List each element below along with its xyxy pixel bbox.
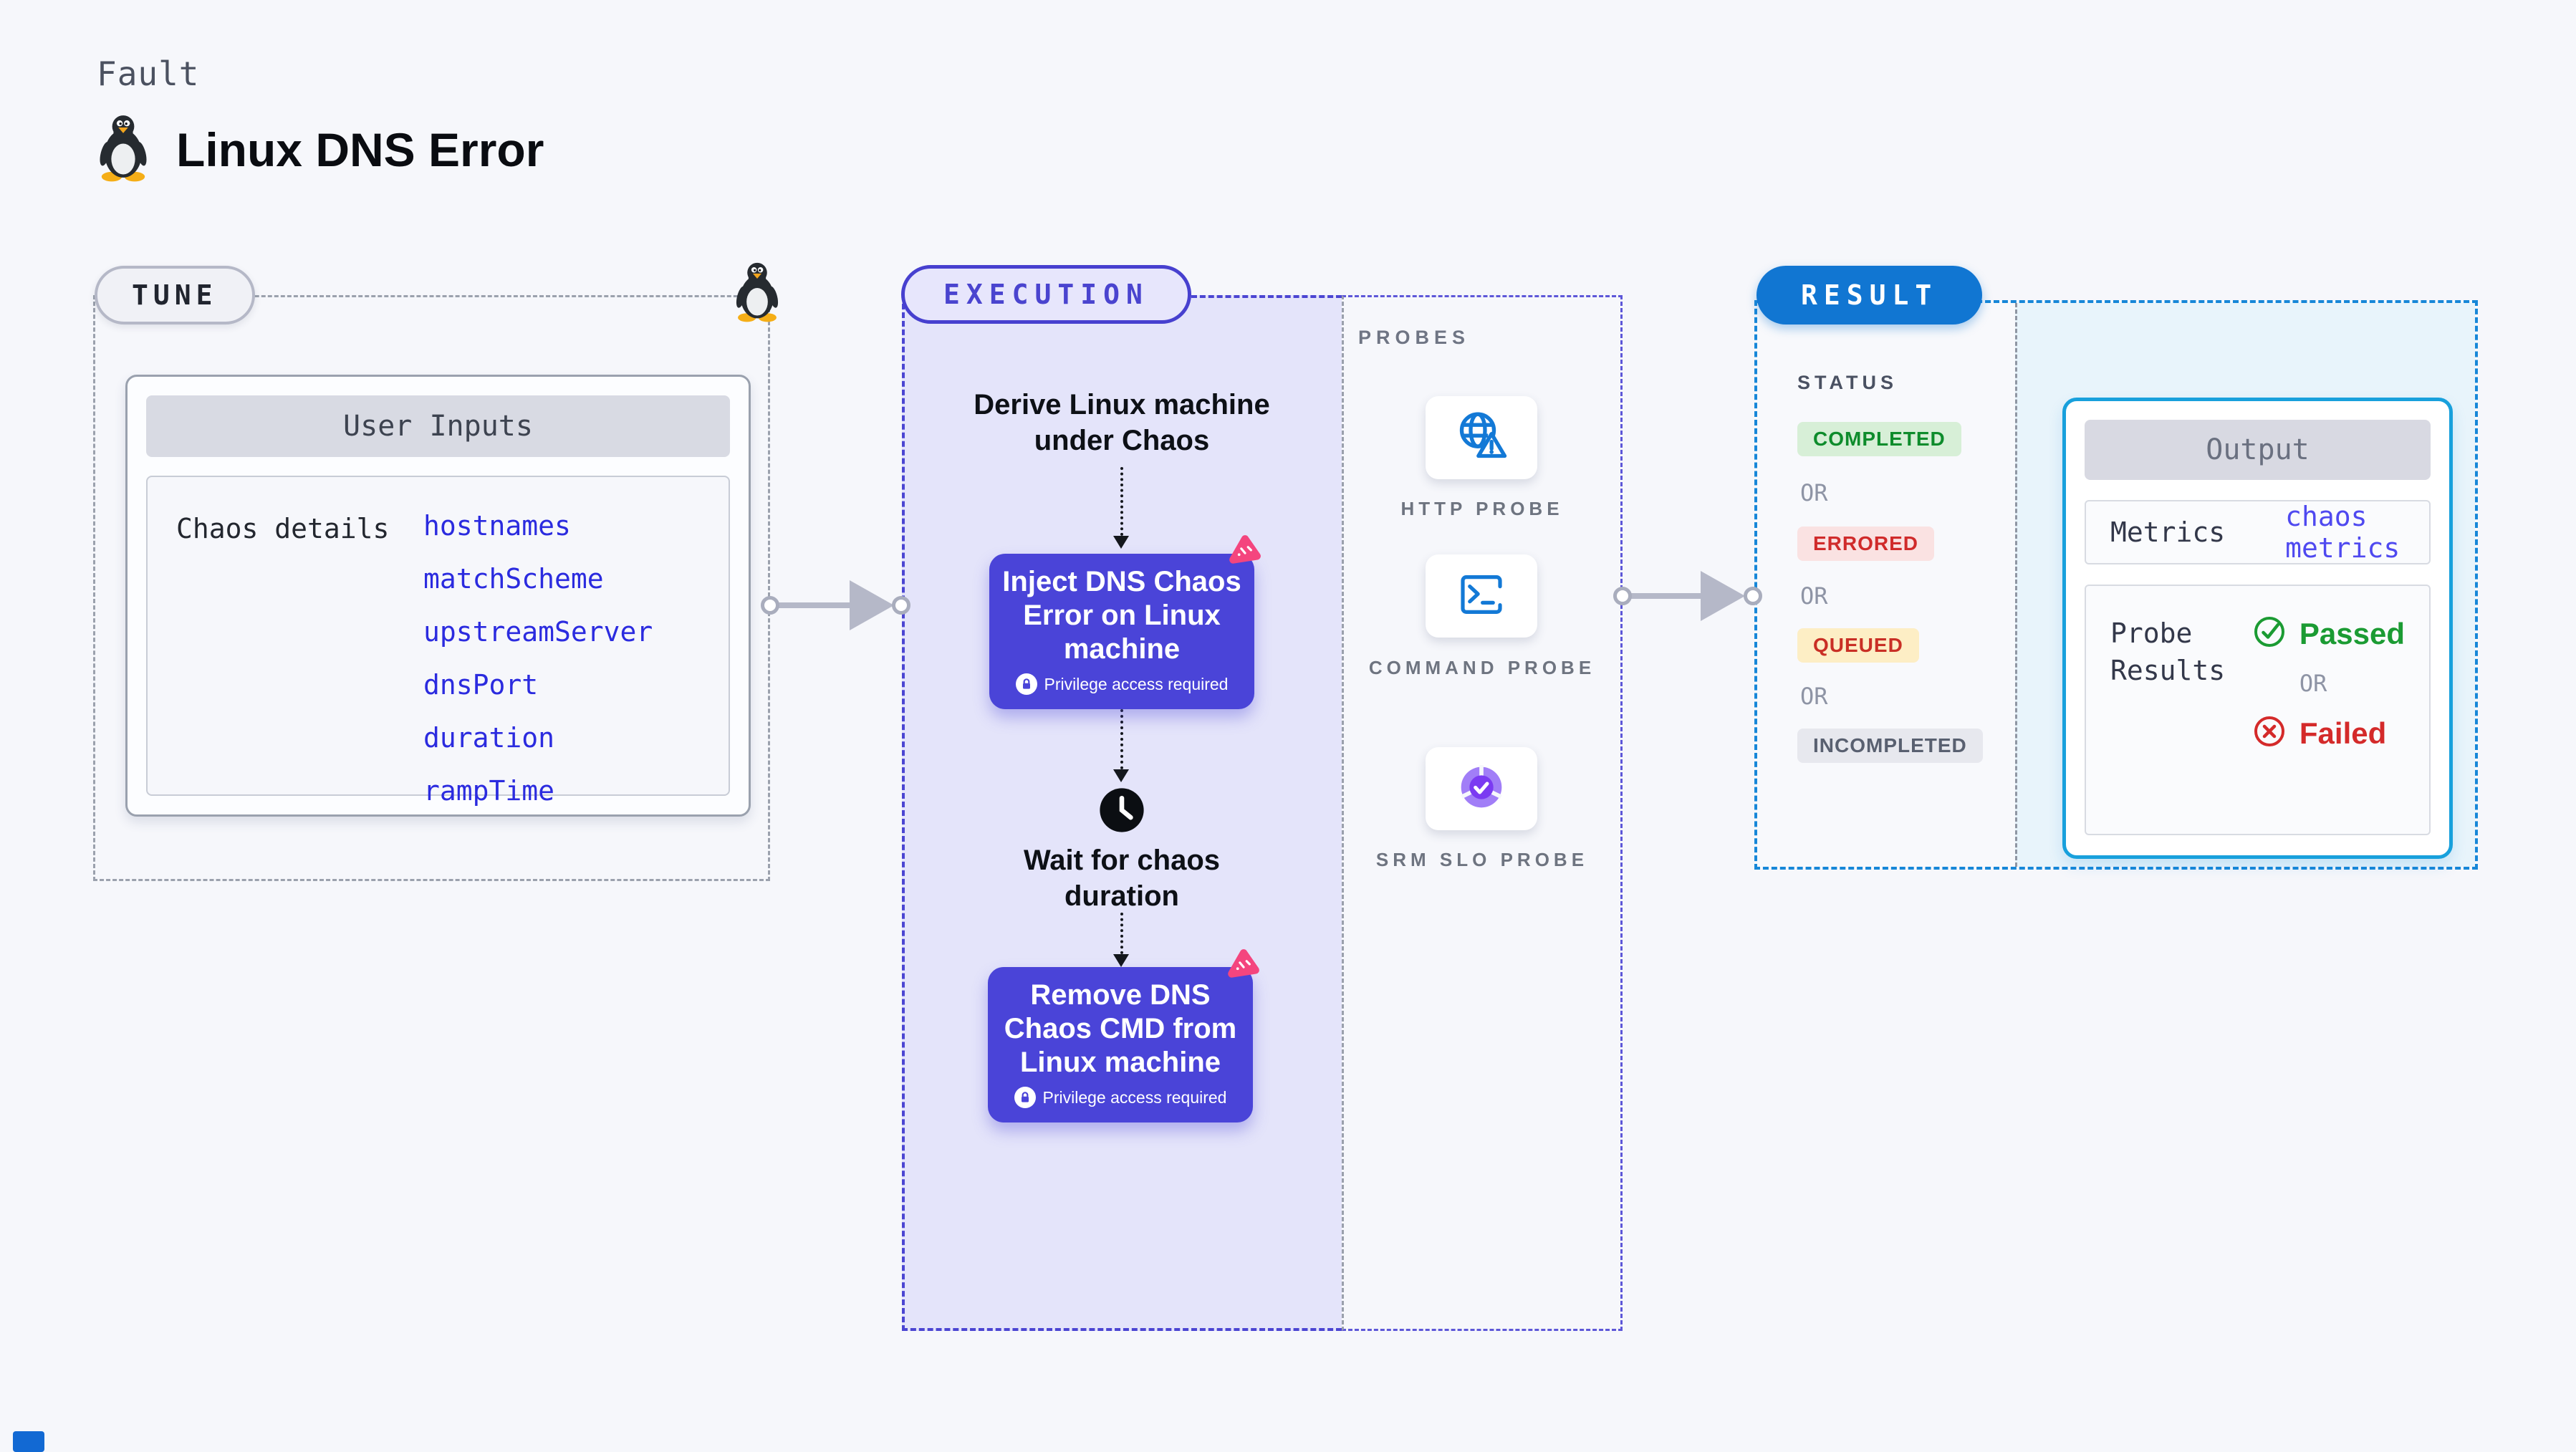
- result-pill: RESULT: [1756, 266, 1983, 324]
- output-title: Output: [2085, 420, 2431, 480]
- tune-group-box: [93, 295, 770, 881]
- param-upstreamserver[interactable]: upstreamServer: [423, 616, 653, 648]
- user-inputs-body: Chaos details hostnames matchScheme upst…: [146, 476, 730, 807]
- metrics-row: Metrics chaos metrics: [2085, 500, 2431, 564]
- arrow1-line: [778, 602, 852, 608]
- flow-arrowhead-icon: [1113, 769, 1129, 782]
- remove-chaos-step: Remove DNS Chaos CMD from Linux machine …: [988, 967, 1253, 1122]
- command-probe-card: [1426, 554, 1537, 638]
- flow-connector: [1120, 467, 1123, 536]
- probe-results-label: Probe Results: [2110, 617, 2226, 686]
- privilege-text: Privilege access required: [1044, 674, 1229, 693]
- probe-results-values: Passed OR Failed: [2252, 615, 2405, 805]
- tux-icon: [95, 113, 152, 186]
- flow-connector: [1120, 913, 1123, 954]
- metrics-label: Metrics: [2110, 516, 2226, 548]
- slo-donut-icon: [1453, 759, 1510, 819]
- check-circle-icon: [2252, 615, 2287, 653]
- http-probe-card: [1426, 396, 1537, 479]
- inject-chaos-step: Inject DNS Chaos Error on Linux machine …: [989, 554, 1254, 709]
- or-separator: OR: [1800, 582, 1828, 610]
- probes-label: PROBES: [1358, 327, 1471, 348]
- flow-arrowhead-icon: [1113, 954, 1129, 967]
- status-badge-incompleted: INCOMPLETED: [1797, 729, 1983, 763]
- output-card: Output Metrics chaos metrics Probe Resul…: [2062, 398, 2453, 859]
- fault-kicker: Fault: [97, 54, 200, 93]
- srm-slo-probe-card: [1426, 747, 1537, 830]
- privilege-badge: Privilege access required: [995, 1087, 1246, 1108]
- x-circle-icon: [2252, 714, 2287, 752]
- probe-results-row: Probe Results Passed OR: [2085, 585, 2431, 835]
- chaos-param-list: hostnames matchScheme upstreamServer dns…: [423, 510, 653, 807]
- passed-label: Passed: [2299, 616, 2405, 650]
- inject-step-title: Inject DNS Chaos Error on Linux machine: [1002, 566, 1241, 665]
- page-title: Linux DNS Error: [176, 122, 544, 176]
- arrow2-end-node: [1744, 587, 1762, 605]
- page-header: Linux DNS Error: [95, 113, 544, 186]
- wait-step-text: Wait for chaos duration: [1023, 845, 1221, 912]
- terminal-icon: [1453, 567, 1509, 626]
- clock-icon: [1097, 785, 1147, 835]
- passed-row: Passed: [2252, 615, 2405, 653]
- or-separator: OR: [2299, 670, 2327, 697]
- flow-arrowhead-icon: [1113, 536, 1129, 549]
- failed-row: Failed: [2252, 714, 2405, 752]
- bottom-left-partial-element: [13, 1431, 44, 1452]
- srm-slo-probe-label: SRM SLO PROBE: [1375, 849, 1589, 870]
- http-probe-label: HTTP PROBE: [1400, 498, 1564, 519]
- param-hostnames[interactable]: hostnames: [423, 510, 571, 542]
- tune-pill: TUNE: [95, 266, 255, 324]
- user-inputs-card: User Inputs Chaos details hostnames matc…: [125, 375, 751, 817]
- param-duration[interactable]: duration: [423, 722, 555, 754]
- command-probe-label: COMMAND PROBE: [1368, 657, 1596, 678]
- arrow2-line: [1630, 593, 1703, 599]
- param-dnsport[interactable]: dnsPort: [423, 669, 539, 701]
- failed-label: Failed: [2299, 716, 2387, 750]
- status-badge-completed: COMPLETED: [1797, 422, 1961, 456]
- privilege-badge: Privilege access required: [996, 673, 1247, 695]
- arrow1-start-node: [761, 596, 779, 615]
- status-badge-queued: QUEUED: [1797, 628, 1919, 663]
- status-badge-errored: ERRORED: [1797, 527, 1935, 561]
- arrow1-head-icon: [850, 580, 894, 630]
- globe-alert-icon: [1453, 408, 1510, 468]
- remove-step-title: Remove DNS Chaos CMD from Linux machine: [1004, 979, 1237, 1078]
- arrow1-end-node: [892, 596, 910, 615]
- result-group-box: STATUS COMPLETED OR ERRORED OR QUEUED OR…: [1754, 300, 2478, 870]
- derive-step-text: Derive Linux machine under Chaos: [974, 389, 1270, 456]
- lock-icon: [1015, 673, 1037, 695]
- user-inputs-title: User Inputs: [146, 395, 730, 457]
- execution-pill: EXECUTION: [901, 265, 1191, 324]
- chaos-experiment-icon: [1225, 947, 1261, 983]
- chaos-experiment-icon: [1226, 533, 1262, 569]
- status-label: STATUS: [1797, 372, 1898, 393]
- chaos-details-label: Chaos details: [176, 513, 390, 544]
- flow-connector: [1120, 703, 1123, 769]
- tux-icon-small: [734, 261, 781, 326]
- probes-panel: [1342, 295, 1623, 1331]
- or-separator: OR: [1800, 479, 1828, 506]
- param-ramptime[interactable]: rampTime: [423, 775, 555, 807]
- lock-icon: [1014, 1087, 1036, 1108]
- or-separator: OR: [1800, 683, 1828, 710]
- chaos-metrics-link[interactable]: chaos metrics: [2285, 501, 2400, 564]
- privilege-text: Privilege access required: [1042, 1087, 1227, 1107]
- arrow2-start-node: [1613, 587, 1632, 605]
- param-matchscheme[interactable]: matchScheme: [423, 563, 604, 595]
- arrow2-head-icon: [1701, 571, 1745, 621]
